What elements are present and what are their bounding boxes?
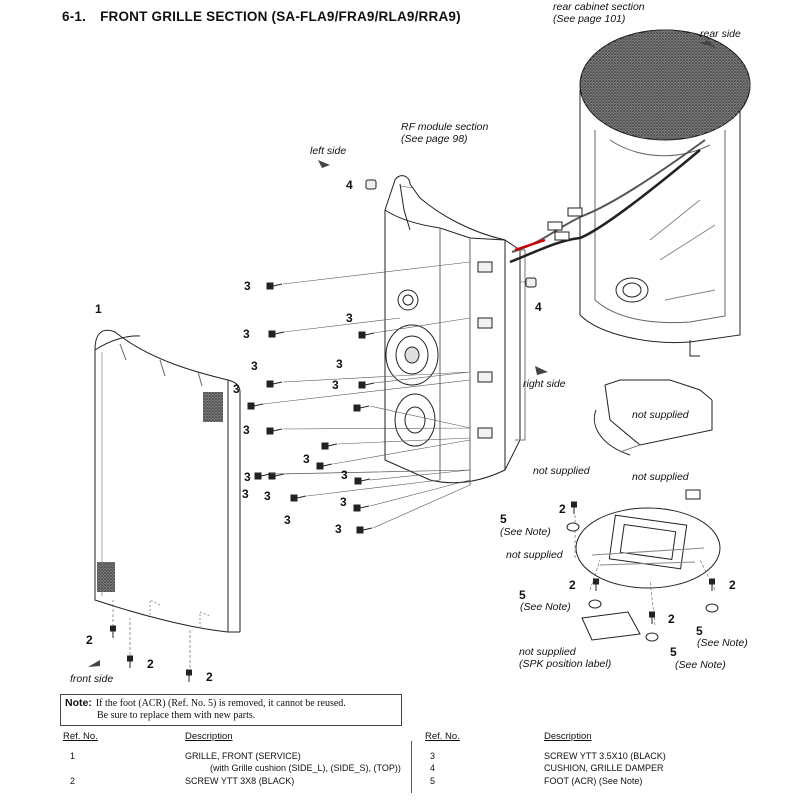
- table-divider: [411, 741, 412, 793]
- ref-5-c: 5: [696, 624, 703, 638]
- part-desc-1: GRILLE, FRONT (SERVICE): [185, 751, 301, 761]
- label-front-side: front side: [70, 673, 114, 685]
- note-line-1: Note:If the foot (ACR) (Ref. No. 5) is r…: [65, 697, 346, 709]
- note-text-2: Be sure to replace them with new parts.: [97, 710, 256, 721]
- rear-cabinet: [579, 29, 751, 357]
- ref-3-l: 3: [264, 489, 271, 503]
- ref-3-n: 3: [341, 468, 348, 482]
- ref-5-a: 5: [500, 512, 507, 526]
- label-rear-side: rear side: [700, 28, 741, 40]
- part-desc-5: FOOT (ACR) (See Note): [544, 776, 643, 786]
- label-see-note-4: (See Note): [675, 659, 726, 671]
- label-rear-cabinet: rear cabinet section: [553, 1, 645, 13]
- label-not-supplied-5: not supplied: [519, 646, 576, 658]
- ref-3-f: 3: [243, 423, 250, 437]
- part-ref-4: 4: [430, 763, 436, 773]
- ref-3-a: 3: [244, 279, 251, 293]
- label-spk-position: (SPK position label): [519, 658, 612, 670]
- label-see-note-2: (See Note): [520, 601, 571, 613]
- label-not-supplied-4: not supplied: [506, 549, 563, 561]
- ref-3-h: 3: [332, 378, 339, 392]
- label-not-supplied-1: not supplied: [632, 409, 689, 421]
- speaker-wires: [509, 139, 706, 264]
- exploded-view-diagram: [88, 29, 751, 682]
- base-assembly: [575, 379, 721, 641]
- screws-ref-3: [247, 282, 375, 534]
- section-number: 6-1.: [62, 9, 87, 24]
- ref-2-d: 2: [559, 502, 566, 516]
- cushions-ref-4: [365, 179, 537, 288]
- ref-3-c: 3: [346, 311, 353, 325]
- part-ref-3: 3: [430, 751, 436, 761]
- ref-3-j: 3: [244, 470, 251, 484]
- note-label: Note:: [65, 697, 92, 709]
- part-ref-2: 2: [70, 776, 76, 786]
- ref-2-e: 2: [569, 578, 576, 592]
- label-not-supplied-2: not supplied: [533, 465, 590, 477]
- ref-3-b: 3: [243, 327, 250, 341]
- part-desc-3: SCREW YTT 3.5X10 (BLACK): [544, 751, 666, 761]
- ref-3-o: 3: [340, 495, 347, 509]
- ref-4-b: 4: [535, 300, 542, 314]
- front-baffle-frame: [384, 175, 526, 485]
- part-ref-5: 5: [430, 776, 436, 786]
- ref-2-g: 2: [729, 578, 736, 592]
- note-box: Note:If the foot (ACR) (Ref. No. 5) is r…: [60, 694, 402, 726]
- part-ref-1: 1: [70, 751, 76, 761]
- front-grille: [94, 329, 241, 633]
- section-heading: FRONT GRILLE SECTION (SA-FLA9/FRA9/RLA9/…: [100, 9, 461, 24]
- part-desc-2: SCREW YTT 3X8 (BLACK): [185, 776, 295, 786]
- ref-2-c: 2: [206, 670, 213, 684]
- note-text-1: If the foot (ACR) (Ref. No. 5) is remove…: [95, 698, 346, 709]
- col-header-desc-left: Description: [185, 731, 233, 742]
- part-desc-1-sub: (with Grille cushion (SIDE_L), (SIDE_S),…: [210, 763, 401, 773]
- ref-5-d: 5: [670, 645, 677, 659]
- section-title: 6-1. FRONT GRILLE SECTION (SA-FLA9/FRA9/R…: [62, 9, 461, 24]
- label-see-note-3: (See Note): [697, 637, 748, 649]
- col-header-ref-left: Ref. No.: [63, 731, 98, 742]
- part-desc-4: CUSHION, GRILLE DAMPER: [544, 763, 664, 773]
- label-rf-module: RF module section: [401, 121, 489, 133]
- ref-3-i: 3: [303, 452, 310, 466]
- ref-3-d: 3: [251, 359, 258, 373]
- ref-2-b: 2: [147, 657, 154, 671]
- label-left-side: left side: [310, 145, 347, 157]
- direction-arrows: [88, 40, 716, 667]
- screws-ref-2: [110, 501, 715, 682]
- ref-2-a: 2: [86, 633, 93, 647]
- label-see-note-1: (See Note): [500, 526, 551, 538]
- col-header-desc-right: Description: [544, 731, 592, 742]
- ref-3-m: 3: [284, 513, 291, 527]
- label-rear-cabinet-page: (See page 101): [553, 13, 626, 25]
- ref-5-b: 5: [519, 588, 526, 602]
- ref-2-f: 2: [668, 612, 675, 626]
- ref-1: 1: [95, 302, 102, 316]
- label-not-supplied-3: not supplied: [632, 471, 689, 483]
- ref-3-k: 3: [242, 487, 249, 501]
- feet-ref-5: [566, 522, 719, 642]
- ref-3-e: 3: [233, 382, 240, 396]
- label-right-side: right side: [523, 378, 566, 390]
- ref-3-p: 3: [335, 522, 342, 536]
- ref-4-a: 4: [346, 178, 353, 192]
- label-rf-module-page: (See page 98): [401, 133, 468, 145]
- ref-3-g: 3: [336, 357, 343, 371]
- col-header-ref-right: Ref. No.: [425, 731, 460, 742]
